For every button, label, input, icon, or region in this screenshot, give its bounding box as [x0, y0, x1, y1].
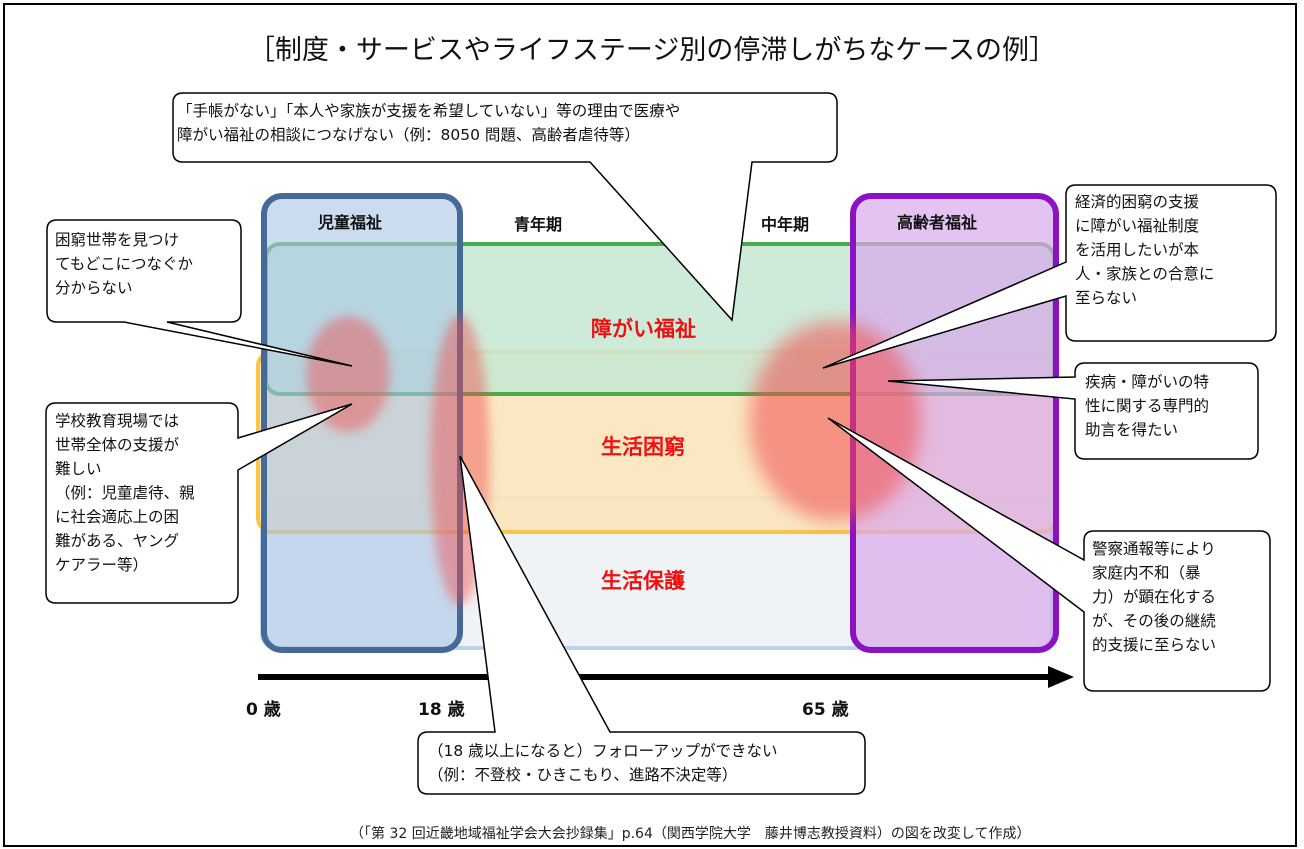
callout-bottom-text: （18 歳以上になると）フォローアップができない （例：不登校・ひきこもり、進路…	[428, 742, 778, 784]
callout-bottom-shape	[417, 455, 866, 795]
callout-left2-shape	[45, 402, 353, 604]
callout-left1-shape	[46, 219, 353, 367]
callout-right3-shape	[827, 417, 1271, 692]
hotspot-child	[306, 316, 390, 432]
public-assistance-label: 生活保護	[601, 569, 685, 593]
callout-left1-text: 困窮世帯を見つけ てもどこにつなぐか 分からない	[55, 231, 193, 297]
living-poverty-label: 生活困窮	[601, 435, 685, 459]
page-frame	[3, 3, 1297, 847]
callout-right1-text: 経済的困窮の支援 に障がい福祉制度 を活用したいが本 人・家族との合意に 至らな…	[1075, 193, 1215, 307]
callout-top-shape	[172, 92, 838, 322]
timeline-arrowhead	[1048, 666, 1074, 688]
middle-age-label: 中年期	[761, 215, 810, 234]
age-65-label: 65 歳	[802, 700, 849, 720]
age-0-label: 0 歳	[246, 700, 281, 720]
callout-right2-shape	[887, 362, 1259, 460]
callout-right1-shape	[822, 184, 1277, 369]
diagram-title: ［制度・サービスやライフステージ別の停滞しがちなケースの例］	[247, 35, 1057, 66]
disability-welfare-label: 障がい福祉	[591, 317, 696, 341]
callout-right2-text: 疾病・障がいの特 性に関する専門的 助言を得たい	[1085, 373, 1210, 439]
child-welfare-label: 児童福祉	[318, 213, 383, 232]
youth-label: 青年期	[514, 215, 563, 234]
callout-top-text: 「手帳がない」「本人や家族が支援を希望していない」等の理由で医療や 障がい福祉の…	[177, 102, 681, 144]
callout-right3-text: 警察通報等により 家庭内不和（暴 力）が顕在化する が、その後の継続 的支援に至…	[1092, 540, 1217, 654]
source-caption: （「第 32 回近畿地域福祉学会大会抄録集」p.64（関西学院大学 藤井博志教授…	[350, 826, 1031, 842]
callout-left2-text: 学校教育現場では 世帯全体の支援が 難しい （例：児童虐待、親 に社会適応上の困…	[55, 412, 195, 574]
age-18-label: 18 歳	[418, 700, 465, 720]
hotspot-middle-elderly	[749, 321, 921, 521]
elderly-welfare-label: 高齢者福祉	[897, 213, 978, 232]
